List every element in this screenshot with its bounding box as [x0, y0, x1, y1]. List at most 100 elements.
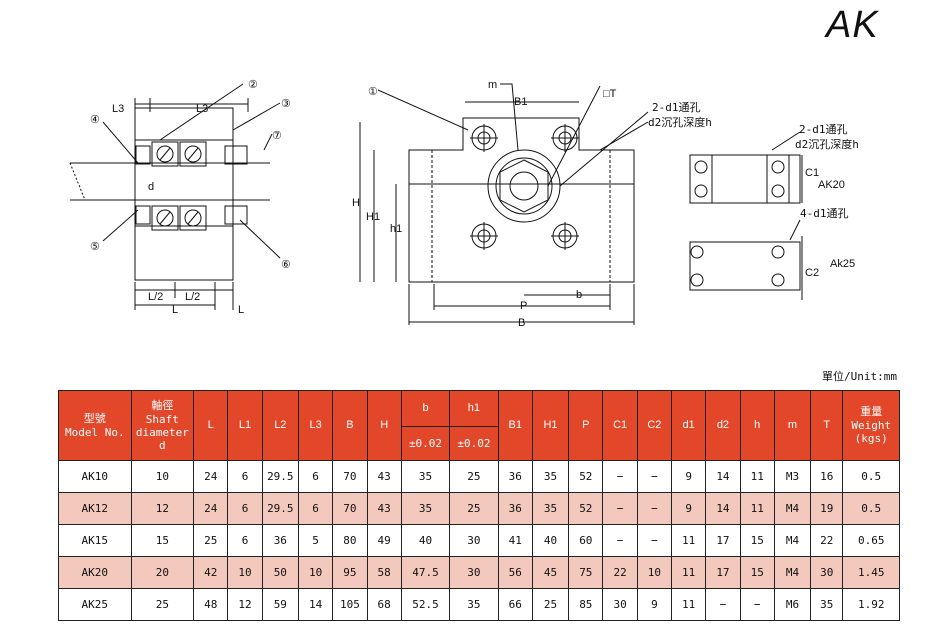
header-l2: L2 — [261, 390, 299, 461]
header-shaft: 軸徑 Shaft diameter d — [130, 390, 195, 461]
note-front-counterbore: d2沉孔深度h — [648, 115, 712, 129]
balloon-1: ① — [368, 86, 378, 98]
header-b-small: b — [400, 390, 451, 427]
dim-b-small: b — [576, 289, 582, 301]
balloon-6: ⑥ — [281, 259, 291, 271]
table-cell: AK20 — [58, 556, 132, 589]
note-side-counterbore: d2沉孔深度h — [795, 137, 859, 151]
table-cell: M4 — [773, 524, 812, 557]
dim-h: H — [352, 197, 360, 209]
table-cell: 35 — [531, 460, 570, 493]
table-cell: 6 — [297, 492, 334, 525]
table-cell: 9 — [671, 492, 707, 525]
table-cell: 70 — [332, 460, 368, 493]
table-cell: 10 — [130, 460, 195, 493]
table-cell: 29.5 — [261, 460, 299, 493]
dim-b-total: B — [518, 317, 525, 329]
table-cell: 12 — [227, 588, 263, 621]
header-d1: d1 — [671, 390, 707, 461]
header-b: B — [332, 390, 368, 461]
dim-l2-b: L/2 — [185, 291, 200, 303]
dim-m: m — [488, 79, 497, 91]
series-title: AK — [826, 4, 879, 46]
table-cell: 9 — [671, 460, 707, 493]
table-cell: 9 — [636, 588, 673, 621]
table-cell: 11 — [739, 460, 775, 493]
table-cell: 35 — [531, 492, 570, 525]
table-cell: 68 — [366, 588, 402, 621]
table-cell: 25 — [130, 588, 195, 621]
table-cell: 24 — [193, 460, 229, 493]
technical-drawing: ② ③ ④ ⑦ ⑤ ⑥ ① L3 L3 L/2 L/2 L L d m B1 □… — [69, 79, 859, 329]
table-cell: − — [636, 492, 673, 525]
table-cell: 6 — [227, 524, 263, 557]
dim-h1-upper: H1 — [366, 211, 380, 223]
table-cell: 0.5 — [842, 492, 900, 525]
table-cell: 35 — [810, 588, 844, 621]
dim-b1: B1 — [514, 96, 527, 108]
table-cell: 52 — [568, 492, 604, 525]
header-b1: B1 — [497, 390, 533, 461]
header-l: L — [193, 390, 229, 461]
table-cell: 17 — [705, 556, 741, 589]
label-c2: C2 — [805, 267, 819, 279]
label-ak20: AK20 — [818, 179, 845, 191]
header-h: H — [366, 390, 402, 461]
table-cell: 25 — [531, 588, 570, 621]
table-cell: 6 — [227, 492, 263, 525]
table-cell: 35 — [400, 460, 451, 493]
dim-d: d — [148, 181, 154, 193]
note-front-hole: 2-d1通孔 — [652, 101, 701, 114]
table-cell: 56 — [497, 556, 533, 589]
table-cell: 6 — [227, 460, 263, 493]
balloon-2: ② — [248, 79, 258, 91]
table-cell: 14 — [705, 460, 741, 493]
table-cell: 36 — [497, 492, 533, 525]
table-cell: AK15 — [58, 524, 132, 557]
table-cell: 85 — [568, 588, 604, 621]
note-side-hole: 2-d1通孔 — [799, 123, 848, 136]
table-cell: − — [739, 588, 775, 621]
table-cell: 11 — [671, 588, 707, 621]
table-cell: 49 — [366, 524, 402, 557]
table-cell: 0.5 — [842, 460, 900, 493]
dim-h1-lower: h1 — [390, 223, 402, 235]
table-cell: 11 — [671, 524, 707, 557]
table-cell: 16 — [810, 460, 844, 493]
table-cell: 29.5 — [261, 492, 299, 525]
table-cell: 41 — [497, 524, 533, 557]
table-cell: 12 — [130, 492, 195, 525]
header-m: m — [773, 390, 812, 461]
front-view — [359, 83, 649, 325]
table-cell: 60 — [568, 524, 604, 557]
header-b-tolerance: ±0.02 — [400, 426, 451, 461]
header-h1-small: h1 — [449, 390, 499, 427]
table-cell: 22 — [810, 524, 844, 557]
header-d2: d2 — [705, 390, 741, 461]
header-p: P — [568, 390, 604, 461]
table-cell: 10 — [227, 556, 263, 589]
table-cell: 10 — [636, 556, 673, 589]
table-cell: 14 — [705, 492, 741, 525]
table-cell: AK12 — [58, 492, 132, 525]
dimension-labels: L3 L3 L/2 L/2 L L d m B1 □T H H1 h1 b P … — [112, 79, 617, 329]
table-cell: 36 — [261, 524, 299, 557]
table-cell: 30 — [449, 524, 499, 557]
table-cell: 22 — [602, 556, 638, 589]
table-cell: 70 — [332, 492, 368, 525]
table-cell: 25 — [449, 492, 499, 525]
header-h1: H1 — [531, 390, 570, 461]
table-cell: 42 — [193, 556, 229, 589]
table-cell: M3 — [773, 460, 812, 493]
header-h-small: h — [739, 390, 775, 461]
table-cell: 6 — [297, 460, 334, 493]
table-cell: 48 — [193, 588, 229, 621]
table-cell: 5 — [297, 524, 334, 557]
table-cell: − — [705, 588, 741, 621]
